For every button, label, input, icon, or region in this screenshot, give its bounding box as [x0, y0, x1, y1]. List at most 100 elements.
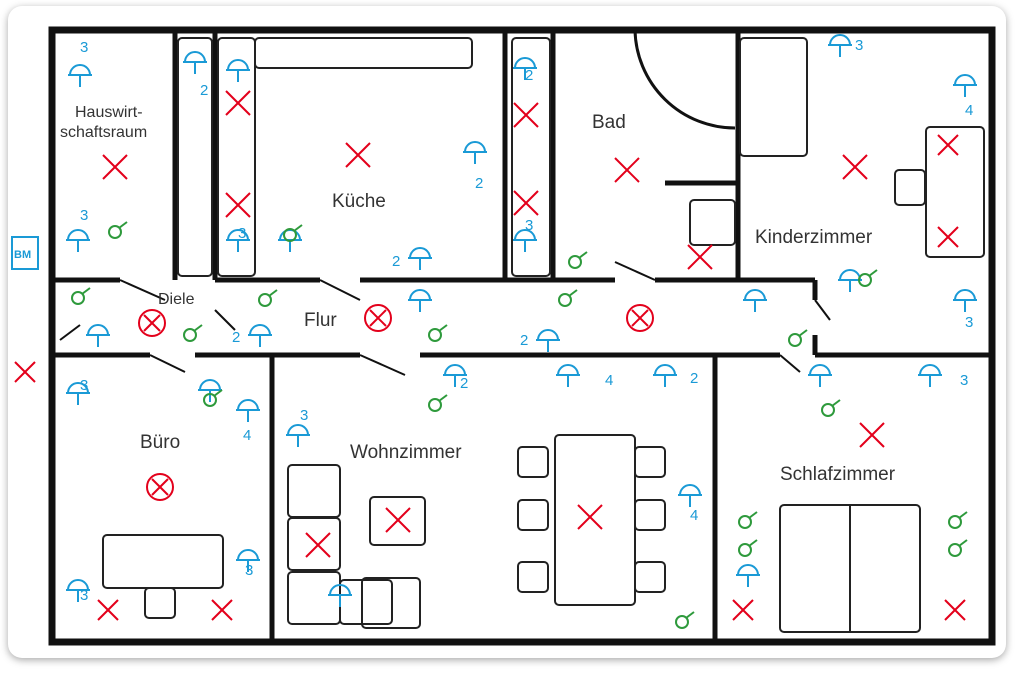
socket-icon	[66, 382, 90, 405]
socket-count-label: 2	[525, 67, 533, 84]
chair	[634, 446, 666, 478]
electrical-symbols	[14, 34, 977, 629]
light-stroke	[102, 154, 128, 180]
switch-ring	[821, 403, 835, 417]
socket-icon	[226, 59, 250, 82]
bm-label: BM	[14, 249, 31, 261]
ceiling-light-icon	[937, 226, 959, 248]
door-leaf	[119, 279, 166, 301]
socket-count-label: 4	[965, 102, 973, 119]
switch-ring	[283, 228, 297, 242]
ceiling-light-icon	[687, 244, 713, 270]
socket-shape	[918, 364, 942, 387]
switch-ring	[858, 273, 872, 287]
socket-icon	[86, 324, 110, 347]
switch-lever	[438, 324, 448, 332]
switch-ring	[71, 291, 85, 305]
switch-icon	[675, 611, 695, 629]
ceiling-light-icon	[211, 599, 233, 621]
ceiling-light-icon	[513, 102, 539, 128]
socket-icon	[236, 549, 260, 572]
ceiling-light-circled-icon	[626, 304, 654, 332]
switch-lever	[868, 269, 878, 277]
light-stroke	[369, 309, 387, 327]
switch-lever	[958, 539, 968, 547]
room-label-kinderzimmer: Kinderzimmer	[755, 227, 873, 248]
switch-lever	[748, 511, 758, 519]
switch-ring	[738, 515, 752, 529]
socket-count-label: 2	[232, 329, 240, 346]
ceiling-light-icon	[225, 90, 251, 116]
coffee-table	[369, 496, 426, 546]
socket-shape	[226, 59, 250, 82]
switch-ring	[258, 293, 272, 307]
socket-shape	[556, 364, 580, 387]
desk	[925, 126, 985, 258]
ceiling-light-icon	[944, 599, 966, 621]
ceiling-light-icon	[842, 154, 868, 180]
furniture	[102, 37, 985, 633]
chair	[634, 499, 666, 531]
desk-chair	[144, 587, 176, 619]
door-leaf	[149, 354, 186, 373]
switch-icon	[283, 224, 303, 242]
switch-lever	[81, 287, 91, 295]
socket-shape	[953, 74, 977, 97]
light-cross	[151, 478, 169, 496]
socket-icon	[953, 289, 977, 312]
socket-shape	[536, 329, 560, 352]
socket-shape	[443, 364, 467, 387]
chair	[517, 499, 549, 531]
light-cross	[369, 309, 387, 327]
socket-shape	[513, 57, 537, 80]
ceiling-light-icon	[345, 142, 371, 168]
socket-icon	[463, 141, 487, 164]
light-stroke	[211, 599, 233, 621]
sofa-seat	[287, 464, 341, 518]
ceiling-light-icon	[14, 361, 36, 383]
socket-shape	[953, 289, 977, 312]
light-stroke	[385, 507, 411, 533]
light-stroke	[937, 226, 959, 248]
socket-icon	[443, 364, 467, 387]
room-label-schlafzimmer: Schlafzimmer	[780, 464, 896, 485]
socket-icon	[743, 289, 767, 312]
light-stroke	[614, 157, 640, 183]
light-stroke	[732, 599, 754, 621]
ceiling-light-icon	[225, 192, 251, 218]
ceiling-light-icon	[513, 190, 539, 216]
switch-lever	[213, 389, 223, 397]
light-stroke	[305, 532, 331, 558]
socket-shape	[828, 34, 852, 57]
socket-icon	[653, 364, 677, 387]
switch-ring	[738, 543, 752, 557]
switch-lever	[268, 289, 278, 297]
shaft	[511, 37, 551, 277]
socket-shape	[743, 289, 767, 312]
switch-icon	[258, 289, 278, 307]
socket-shape	[408, 247, 432, 270]
switch-ring	[428, 398, 442, 412]
door-leaf	[814, 299, 831, 321]
light-ring	[626, 304, 654, 332]
door-leaf	[359, 354, 406, 376]
switch-ring	[948, 515, 962, 529]
ceiling-light-icon	[614, 157, 640, 183]
socket-count-label: 3	[80, 587, 88, 604]
socket-icon	[556, 364, 580, 387]
light-stroke	[513, 190, 539, 216]
socket-icon	[248, 324, 272, 347]
switch-lever	[831, 399, 841, 407]
door-leaf	[614, 261, 656, 281]
room-label-diele: Diele	[158, 291, 195, 308]
socket-shape	[653, 364, 677, 387]
ceiling-light-icon	[385, 507, 411, 533]
socket-icon	[513, 57, 537, 80]
switch-ring	[203, 393, 217, 407]
ceiling-light-icon	[732, 599, 754, 621]
switch-lever	[578, 251, 588, 259]
desk-chair	[894, 169, 926, 206]
socket-shape	[463, 141, 487, 164]
light-stroke	[345, 142, 371, 168]
light-stroke	[97, 599, 119, 621]
